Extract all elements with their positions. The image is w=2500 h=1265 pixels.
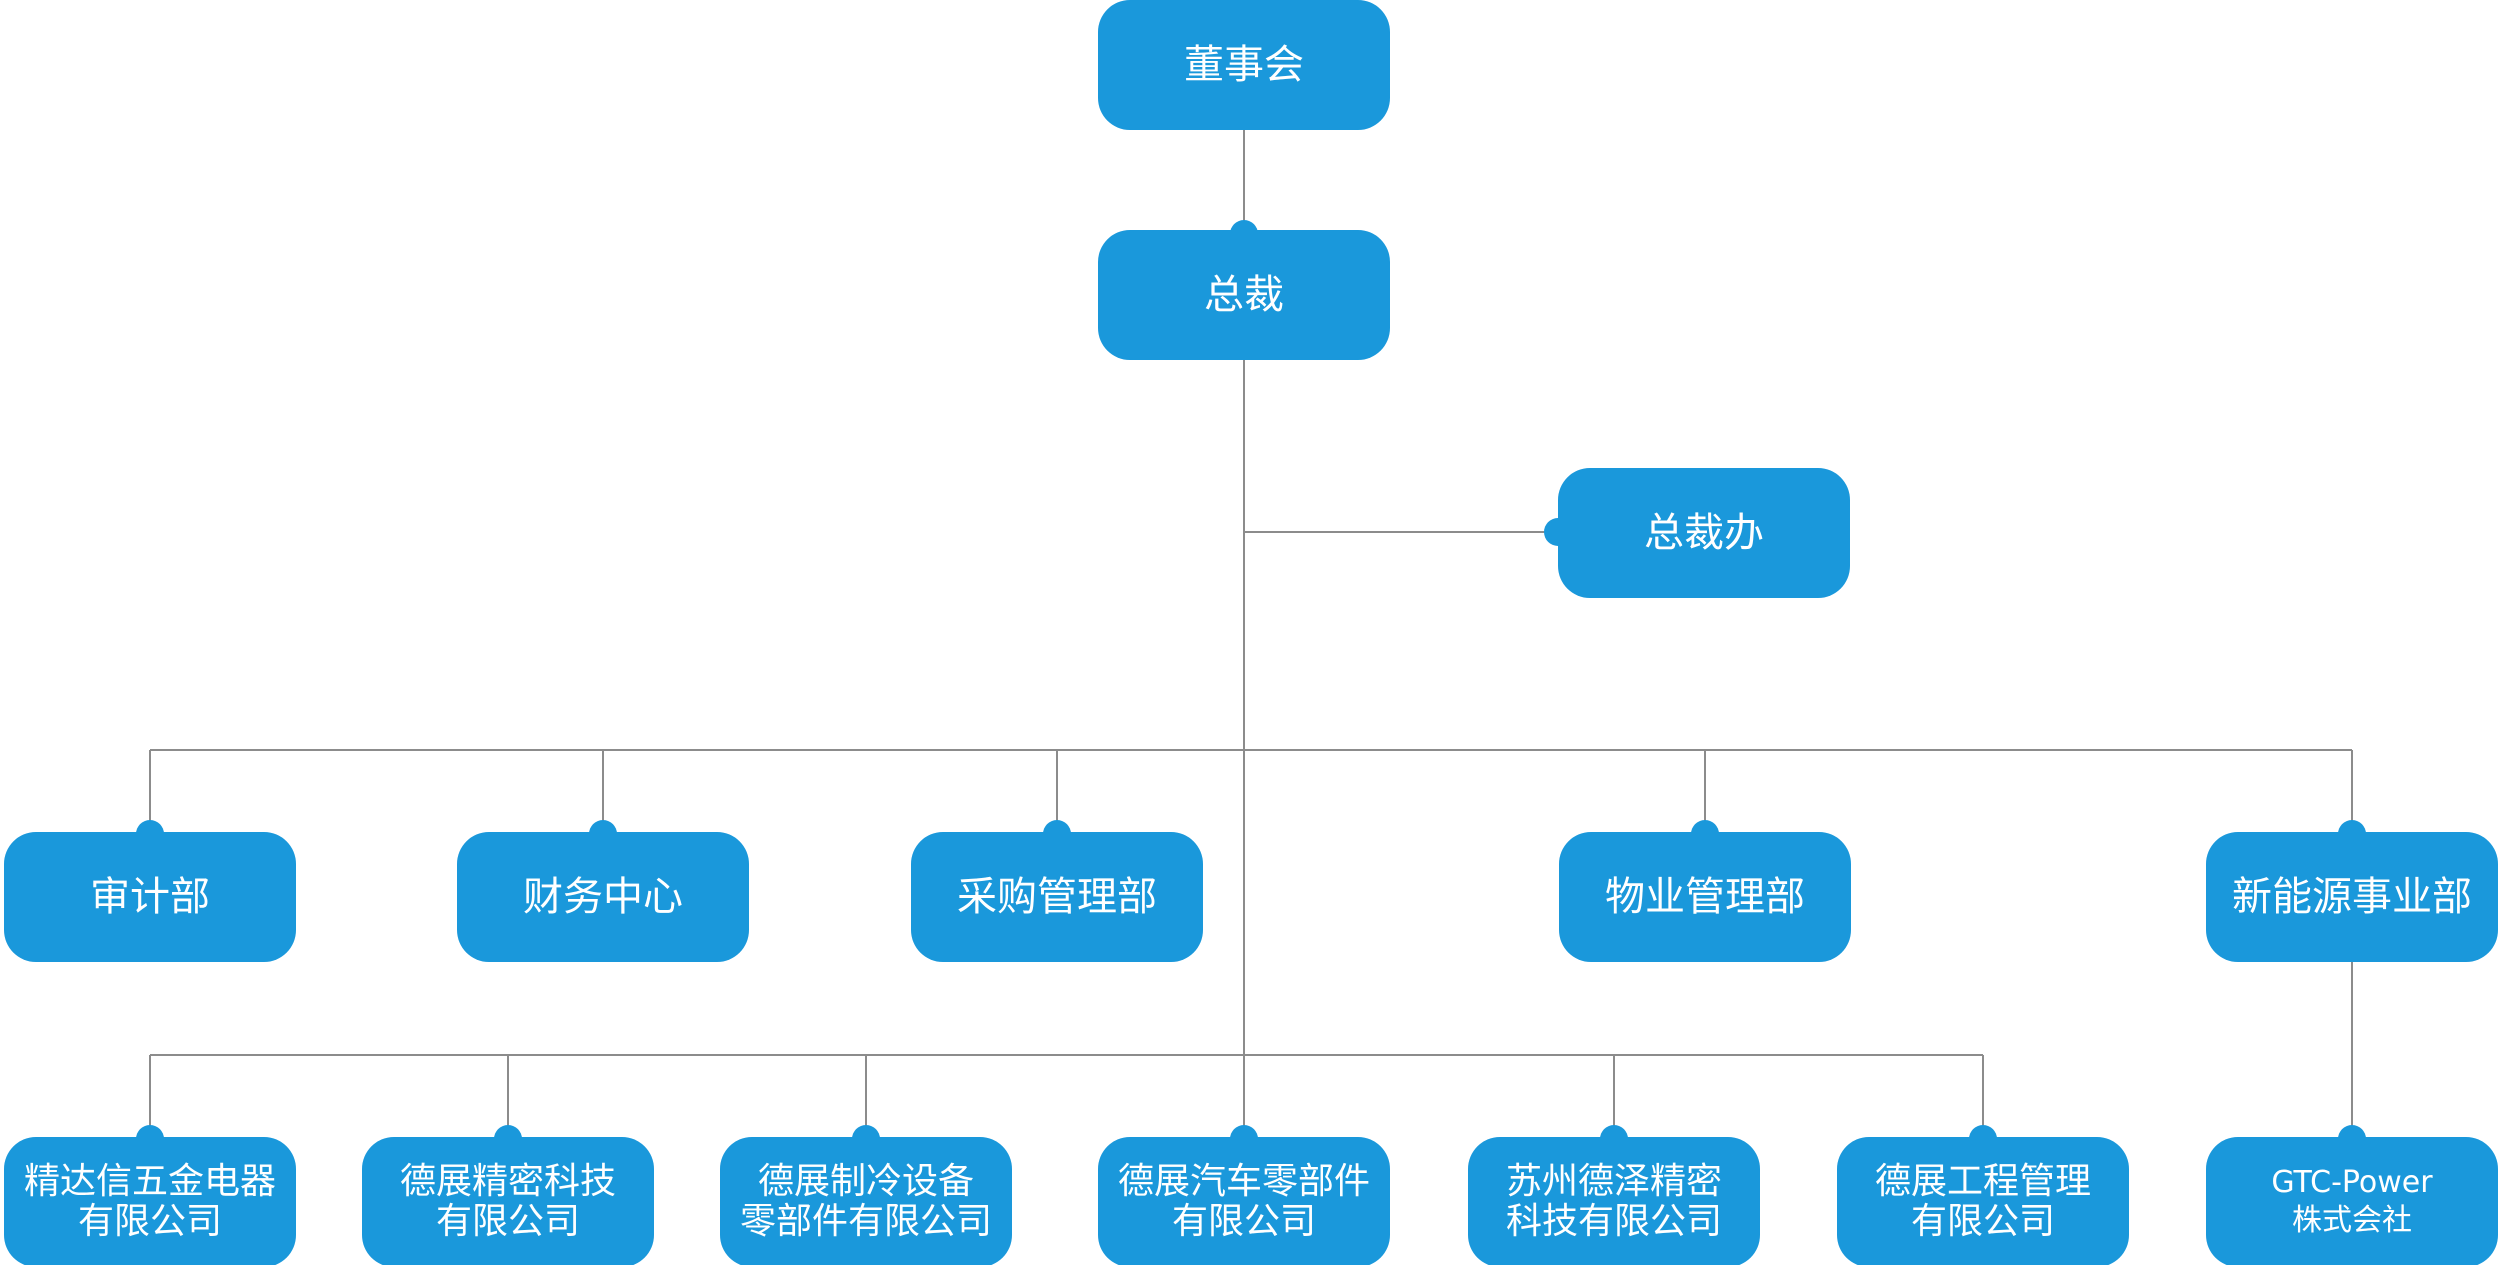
node-property-label: 物业管理部 xyxy=(1605,874,1805,920)
node-dezhan-refrigeration: 德展制冷设备 零部件有限公司 xyxy=(720,1137,1012,1265)
node-dezhan-auto: 德展汽车零部件 有限公司 xyxy=(1098,1137,1390,1265)
node-suzhou-deze: 苏州德泽精密 科技有限公司 xyxy=(1468,1137,1760,1265)
node-suzhou-deze-label: 苏州德泽精密 科技有限公司 xyxy=(1505,1161,1722,1242)
node-finance-label: 财务中心 xyxy=(523,874,683,920)
node-president: 总裁 xyxy=(1098,230,1390,360)
node-audit-label: 审计部 xyxy=(90,874,210,920)
node-dezhan-precision-label: 德展精密科技 有限公司 xyxy=(399,1161,616,1242)
node-president-office-label: 总裁办 xyxy=(1644,510,1764,556)
node-board: 董事会 xyxy=(1098,0,1390,130)
node-president-office: 总裁办 xyxy=(1558,468,1850,598)
node-dezhan-refrigeration-label: 德展制冷设备 零部件有限公司 xyxy=(739,1161,992,1242)
node-dezhan-engineering: 德展工程管理 有限公司 xyxy=(1837,1137,2129,1265)
node-finance: 财务中心 xyxy=(457,832,749,962)
node-property: 物业管理部 xyxy=(1559,832,1851,962)
node-dezhan-engineering-label: 德展工程管理 有限公司 xyxy=(1874,1161,2091,1242)
node-gtc-power: GTC-Power 株式会社 xyxy=(2206,1137,2498,1265)
node-board-label: 董事会 xyxy=(1184,42,1304,88)
node-audit: 审计部 xyxy=(4,832,296,962)
node-new-energy-label: 新能源事业部 xyxy=(2232,874,2472,920)
node-jingdaxin-label: 精达信五金电器 有限公司 xyxy=(23,1161,276,1242)
node-dezhan-precision: 德展精密科技 有限公司 xyxy=(362,1137,654,1265)
node-jingdaxin: 精达信五金电器 有限公司 xyxy=(4,1137,296,1265)
node-gtc-power-label: GTC-Power 株式会社 xyxy=(2271,1165,2433,1238)
node-dezhan-auto-label: 德展汽车零部件 有限公司 xyxy=(1117,1161,1370,1242)
node-procurement: 采购管理部 xyxy=(911,832,1203,962)
node-procurement-label: 采购管理部 xyxy=(957,874,1157,920)
node-president-label: 总裁 xyxy=(1204,272,1284,318)
node-new-energy: 新能源事业部 xyxy=(2206,832,2498,962)
